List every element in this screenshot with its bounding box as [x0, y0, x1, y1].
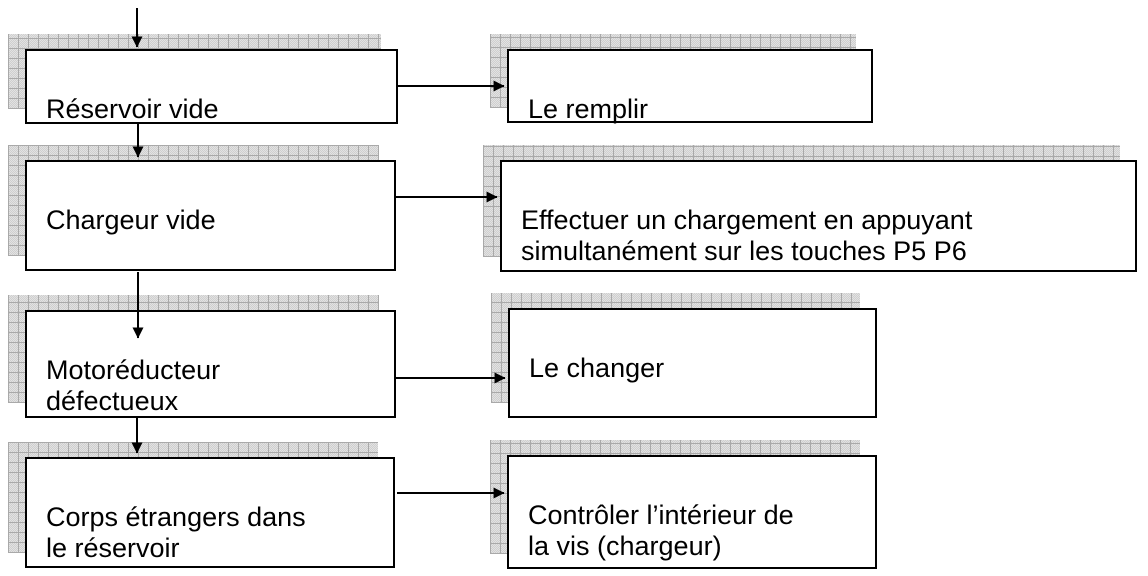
remedy-label: Le changer [529, 353, 665, 383]
cause-label: Réservoir vide [46, 94, 219, 124]
cause-label: Corps étrangers dans le réservoir [46, 502, 306, 563]
remedy-box-effectuer-chargement: Effectuer un chargement en appuyant simu… [483, 145, 1137, 272]
cause-box-motoreducteur-defectueux: Motoréducteur défectueux [8, 295, 396, 418]
cause-box-corps-etrangers: Corps étrangers dans le réservoir [8, 442, 395, 568]
remedy-label: Effectuer un chargement en appuyant simu… [521, 205, 973, 266]
cause-label: Motoréducteur défectueux [46, 355, 221, 416]
remedy-box-le-changer: Le changer [491, 293, 877, 418]
cause-box-reservoir-vide: Réservoir vide [8, 34, 398, 124]
remedy-box-controler-interieur: Contrôler l’intérieur de la vis (chargeu… [490, 440, 877, 569]
cause-box-chargeur-vide: Chargeur vide [8, 145, 396, 271]
remedy-label: Contrôler l’intérieur de la vis (chargeu… [528, 500, 794, 561]
remedy-box-le-remplir: Le remplir [490, 34, 873, 124]
remedy-label: Le remplir [528, 94, 649, 124]
cause-label: Chargeur vide [46, 205, 216, 235]
